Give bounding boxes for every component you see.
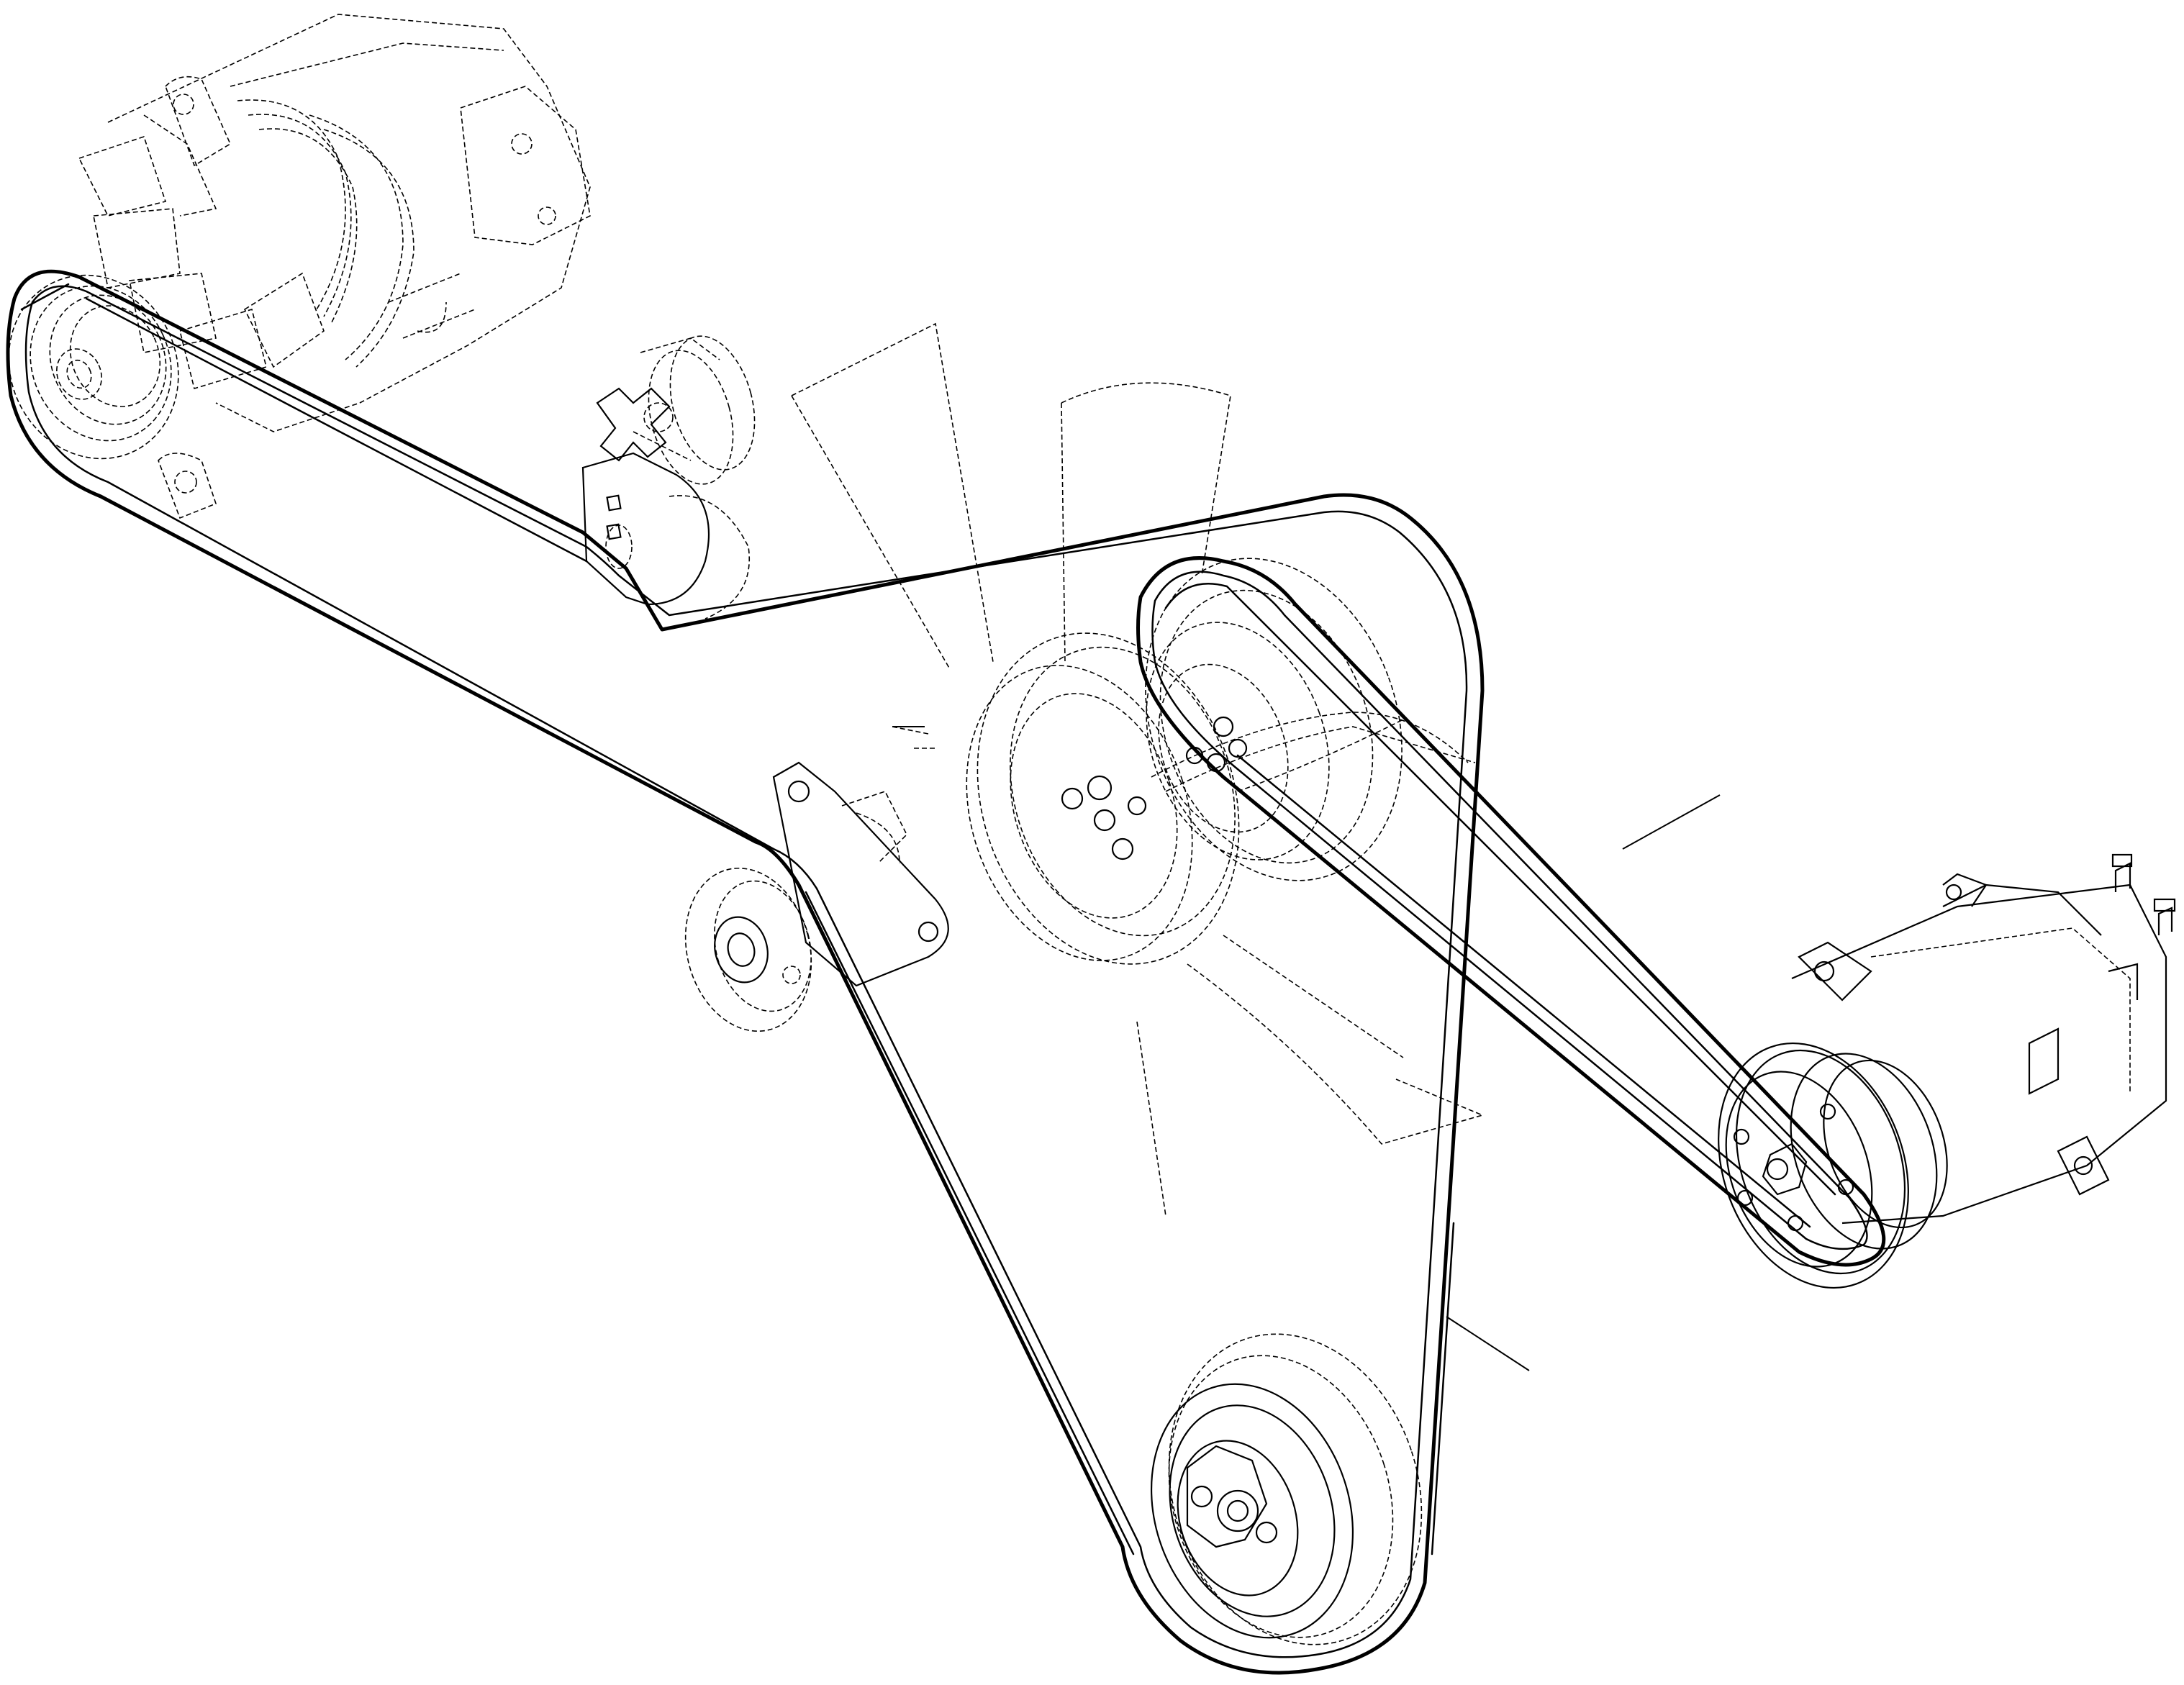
alternator-pulley: [8, 274, 179, 460]
belt-routing-lines: [1151, 712, 1476, 792]
idler-pulley: [596, 335, 756, 485]
ac-compressor-belt: [1136, 556, 1886, 1267]
fan-belt: [6, 269, 1485, 1675]
leader-lines: [892, 726, 1721, 1371]
alternator: [78, 14, 591, 519]
crankshaft-pulley: [1150, 1333, 1423, 1645]
belt-tensioner: [581, 452, 750, 619]
compressor-pulley: [1718, 1042, 1909, 1289]
fan-hub: [791, 322, 1485, 1217]
lower-idler-pulley: [684, 761, 949, 1032]
ac-compressor: [1790, 853, 2176, 1250]
